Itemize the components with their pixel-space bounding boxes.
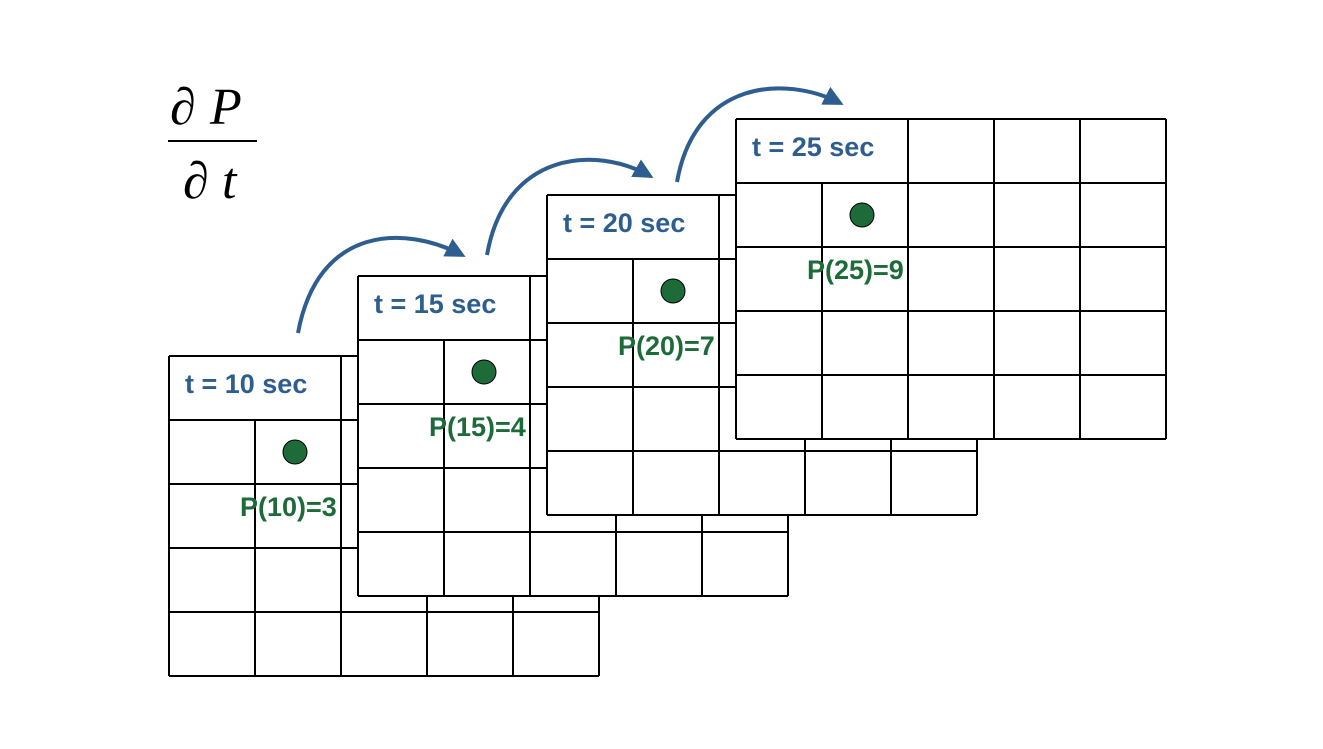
value-label: P(15)=4: [429, 412, 526, 442]
transition-arrow-3: [675, 86, 844, 183]
time-label-background: [737, 120, 907, 182]
time-label-background: [359, 277, 529, 339]
frame-grid: [735, 118, 1167, 440]
formula-denominator-var: t: [222, 153, 238, 210]
formula-numerator-symbol: ∂: [170, 79, 196, 136]
formula-denominator-symbol: ∂: [183, 153, 209, 210]
transition-arrow-1: [296, 235, 466, 334]
time-label-background: [548, 196, 718, 258]
time-label: t = 20 sec: [563, 208, 685, 238]
particle-dot: [282, 439, 308, 465]
particle-dot: [849, 202, 875, 228]
derivative-formula: ∂ P ∂ t: [168, 79, 257, 210]
arrows-layer: [296, 86, 844, 334]
time-label: t = 15 sec: [374, 289, 496, 319]
time-label-background: [170, 357, 340, 419]
value-label: P(10)=3: [240, 492, 337, 522]
time-label: t = 10 sec: [185, 369, 307, 399]
time-label: t = 25 sec: [752, 132, 874, 162]
value-label: P(25)=9: [807, 255, 904, 285]
transition-arrow-2: [485, 157, 654, 256]
particle-dot: [660, 278, 686, 304]
formula-numerator-var: P: [209, 79, 242, 136]
particle-dot: [471, 359, 497, 385]
value-label: P(20)=7: [618, 331, 715, 361]
